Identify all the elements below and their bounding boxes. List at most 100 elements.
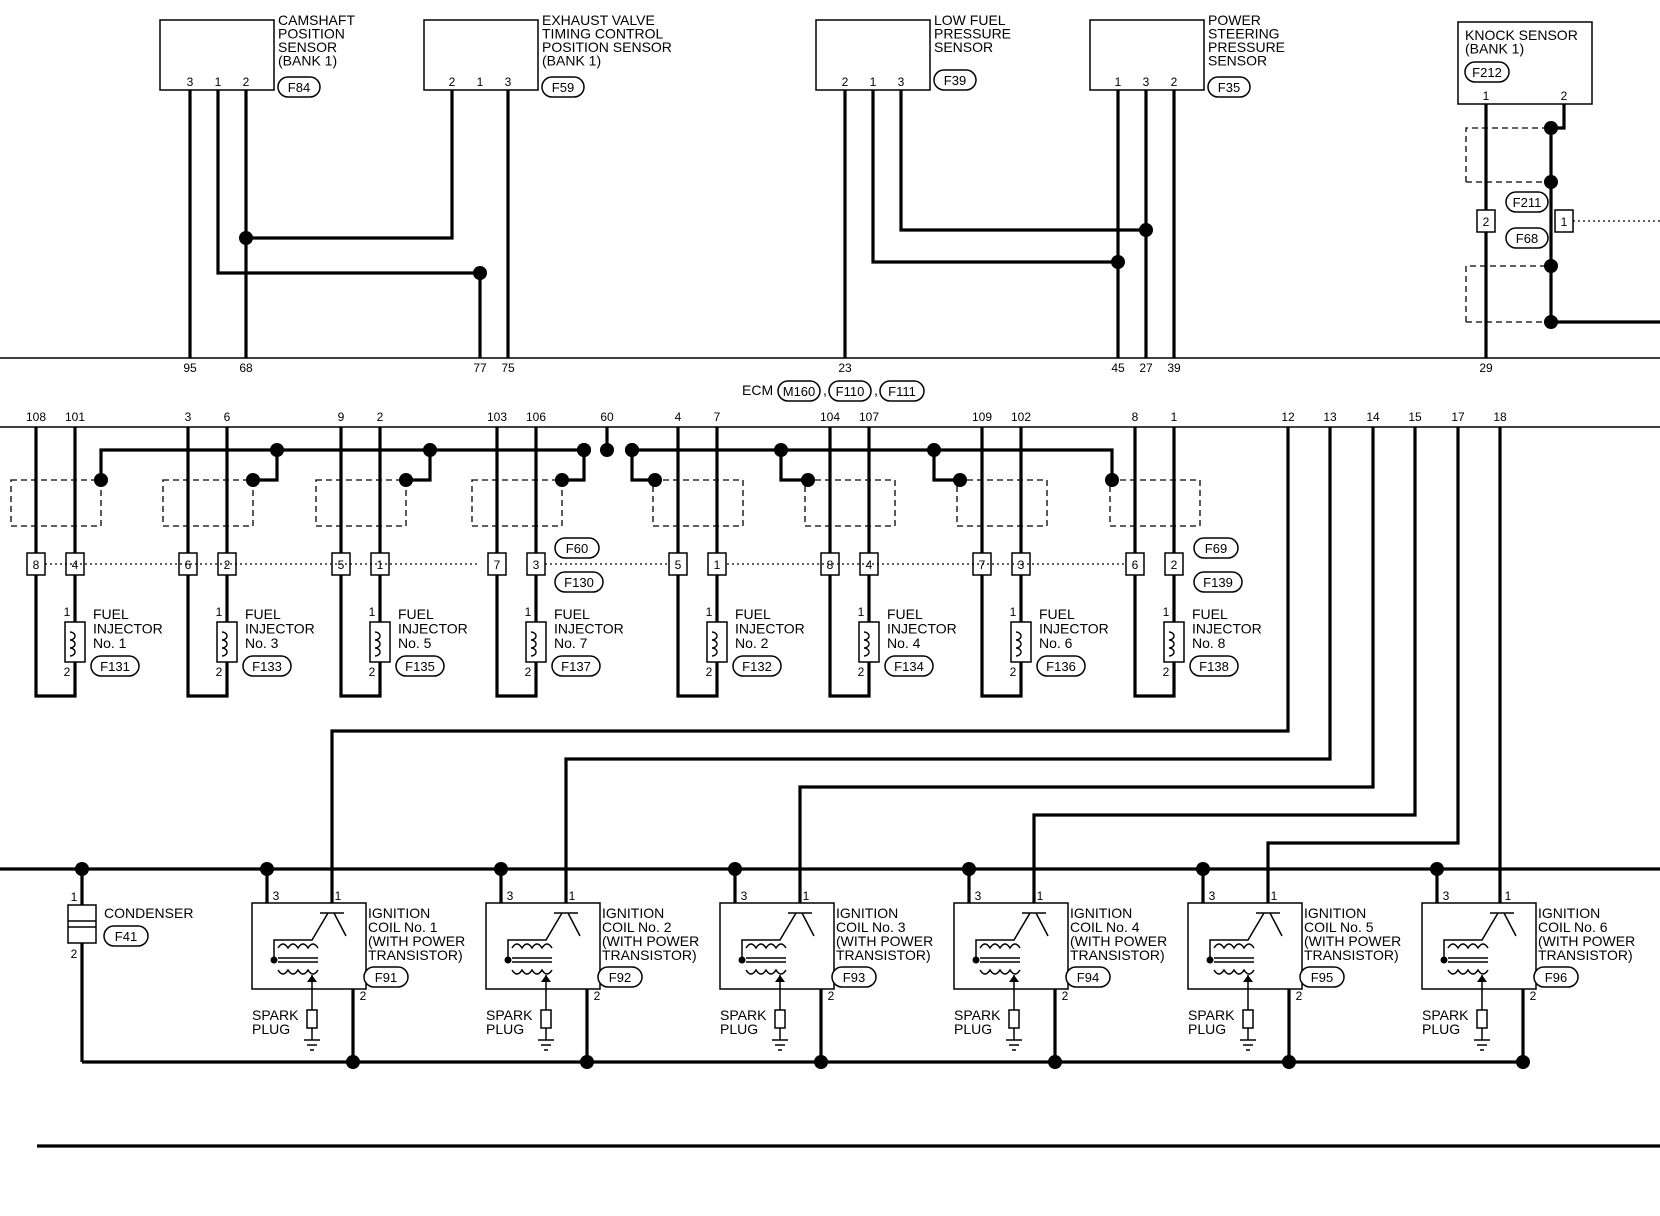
diode-icon — [1009, 975, 1019, 982]
sensor-box-3 — [815, 19, 931, 91]
injector-connector-F138-outline — [1189, 655, 1239, 677]
shield-bottom — [1465, 265, 1551, 322]
ecm-bottom-pin-label: 7 — [714, 410, 721, 424]
coil-secondary-icon — [511, 968, 553, 975]
injector-connector-F136: F136 — [1036, 655, 1086, 677]
coil-connector-F96-text: F96 — [1545, 970, 1567, 985]
ecm-bottom-pin-label: 9 — [338, 410, 345, 424]
knock-sensor-name: (BANK 1) — [1465, 41, 1524, 57]
coil-connector-F96: F96 — [1533, 966, 1579, 988]
shield-top — [1465, 127, 1551, 182]
injector-coil-icon — [1015, 631, 1022, 657]
ignition-coil-box — [1187, 902, 1303, 990]
knock-pin-label: 2 — [1561, 89, 1568, 103]
injector-name-line: No. 4 — [887, 635, 921, 651]
coil-name-line: IGNITION — [1304, 905, 1366, 921]
splice-dot — [1048, 1055, 1062, 1069]
ecm-top-pin-label: 68 — [239, 361, 253, 375]
diode-icon — [1243, 975, 1253, 982]
ecm-top-pin-label: 39 — [1167, 361, 1181, 375]
spark-plug-icon — [540, 1009, 552, 1029]
injector-group-F139-text: F139 — [1203, 575, 1233, 590]
ecm-bottom-pin-label: 8 — [1132, 410, 1139, 424]
knock-connector-top-text: F211 — [1513, 195, 1542, 210]
injector-shield-8 — [1109, 479, 1201, 527]
coil-name-line: IGNITION — [836, 905, 898, 921]
ecm-connector-1: M160 — [777, 380, 821, 402]
coil-node-dot — [1440, 956, 1448, 964]
injector-name-line: No. 5 — [398, 635, 432, 651]
coil-name-line: COIL No. 6 — [1538, 919, 1608, 935]
sensor-connector-F59-outline — [541, 76, 585, 98]
injector-shield-7 — [956, 479, 1048, 527]
injector-group-F130-text: F130 — [564, 575, 594, 590]
coil-pin-label: 1 — [803, 889, 810, 903]
coil-pin-label: 3 — [1209, 889, 1216, 903]
coil-signal-wire — [798, 427, 1375, 903]
coil-name-line: (WITH POWER — [602, 933, 699, 949]
ecm-separator: , — [823, 382, 827, 398]
injector-name-line: No. 2 — [735, 635, 769, 651]
sensor-box-4 — [1089, 19, 1205, 91]
injector-shield-5 — [652, 479, 744, 527]
splice-dot — [473, 266, 487, 280]
injector-shield-6 — [804, 479, 896, 527]
ecm-connector-2-outline — [828, 380, 872, 402]
sensor-name-line: POWER — [1208, 12, 1261, 28]
sensor-name-line: STEERING — [1208, 26, 1280, 42]
sensor-pin-label: 1 — [1115, 75, 1122, 89]
transistor-collector — [1209, 912, 1265, 960]
coil-primary-icon — [1213, 943, 1255, 950]
injector-connector-F132: F132 — [732, 655, 782, 677]
shield-drain — [562, 450, 586, 482]
coil-connector-F95-text: F95 — [1311, 970, 1333, 985]
injector-name-line: INJECTOR — [554, 621, 624, 637]
injector-pin-label: 2 — [1163, 665, 1170, 679]
ecm-bottom-pin-label: 109 — [972, 410, 992, 424]
coil-primary-icon — [277, 943, 319, 950]
injector-pin-label: 2 — [1010, 665, 1017, 679]
injector-connector-pin-label: 8 — [827, 558, 834, 572]
sensor-pin-label: 2 — [243, 75, 250, 89]
coil-name-line: (WITH POWER — [1538, 933, 1635, 949]
sensor-pin-label: 3 — [1143, 75, 1150, 89]
knock-connector-bottom: F68 — [1505, 227, 1549, 249]
injector-group-F69: F69 — [1193, 537, 1239, 559]
diode-icon — [307, 975, 317, 982]
injector-group-F139: F139 — [1193, 571, 1243, 593]
injector-connector-F133-outline — [242, 655, 292, 677]
coil-node-dot — [270, 956, 278, 964]
transistor-emitter — [801, 912, 815, 937]
injector-pin-label: 1 — [858, 605, 865, 619]
knock-sensor-name: KNOCK SENSOR — [1465, 27, 1578, 43]
splice-dot — [600, 443, 614, 457]
coil-pin-label: 2 — [828, 989, 835, 1003]
coil-connector-F94-text: F94 — [1077, 970, 1099, 985]
coil-connector-F96-outline — [1533, 966, 1579, 988]
coil-name-line: COIL No. 1 — [368, 919, 438, 935]
sensor-connector-F35: F35 — [1207, 76, 1251, 98]
condenser-connector-F41: F41 — [103, 925, 149, 947]
splice-dot — [625, 443, 639, 457]
ecm-connector-2: F110 — [828, 380, 872, 402]
diode-icon — [775, 975, 785, 982]
coil-name-line: TRANSISTOR) — [1070, 947, 1165, 963]
injector-connector-F132-outline — [732, 655, 782, 677]
injector-connector-pin-label: 6 — [1132, 558, 1139, 572]
coil-name-line: COIL No. 4 — [1070, 919, 1140, 935]
coil-secondary-icon — [277, 968, 319, 975]
coil-node-dot — [738, 956, 746, 964]
injector-pin-label: 1 — [64, 605, 71, 619]
injector-connector-F137-outline — [551, 655, 601, 677]
coil-connector-F94: F94 — [1065, 966, 1111, 988]
ecm-bottom-pin-label: 13 — [1323, 410, 1337, 424]
coil-name-line: TRANSISTOR) — [836, 947, 931, 963]
injector-name-line: FUEL — [398, 606, 434, 622]
coil-pin-label: 2 — [1530, 989, 1537, 1003]
injector-connector-pin-label: 2 — [224, 558, 231, 572]
injector-shield-3 — [315, 479, 407, 527]
injector-connector-pin-box — [707, 552, 727, 576]
transistor-collector — [741, 912, 797, 960]
ecm-separator: , — [874, 382, 878, 398]
injector-name-line: FUEL — [554, 606, 590, 622]
